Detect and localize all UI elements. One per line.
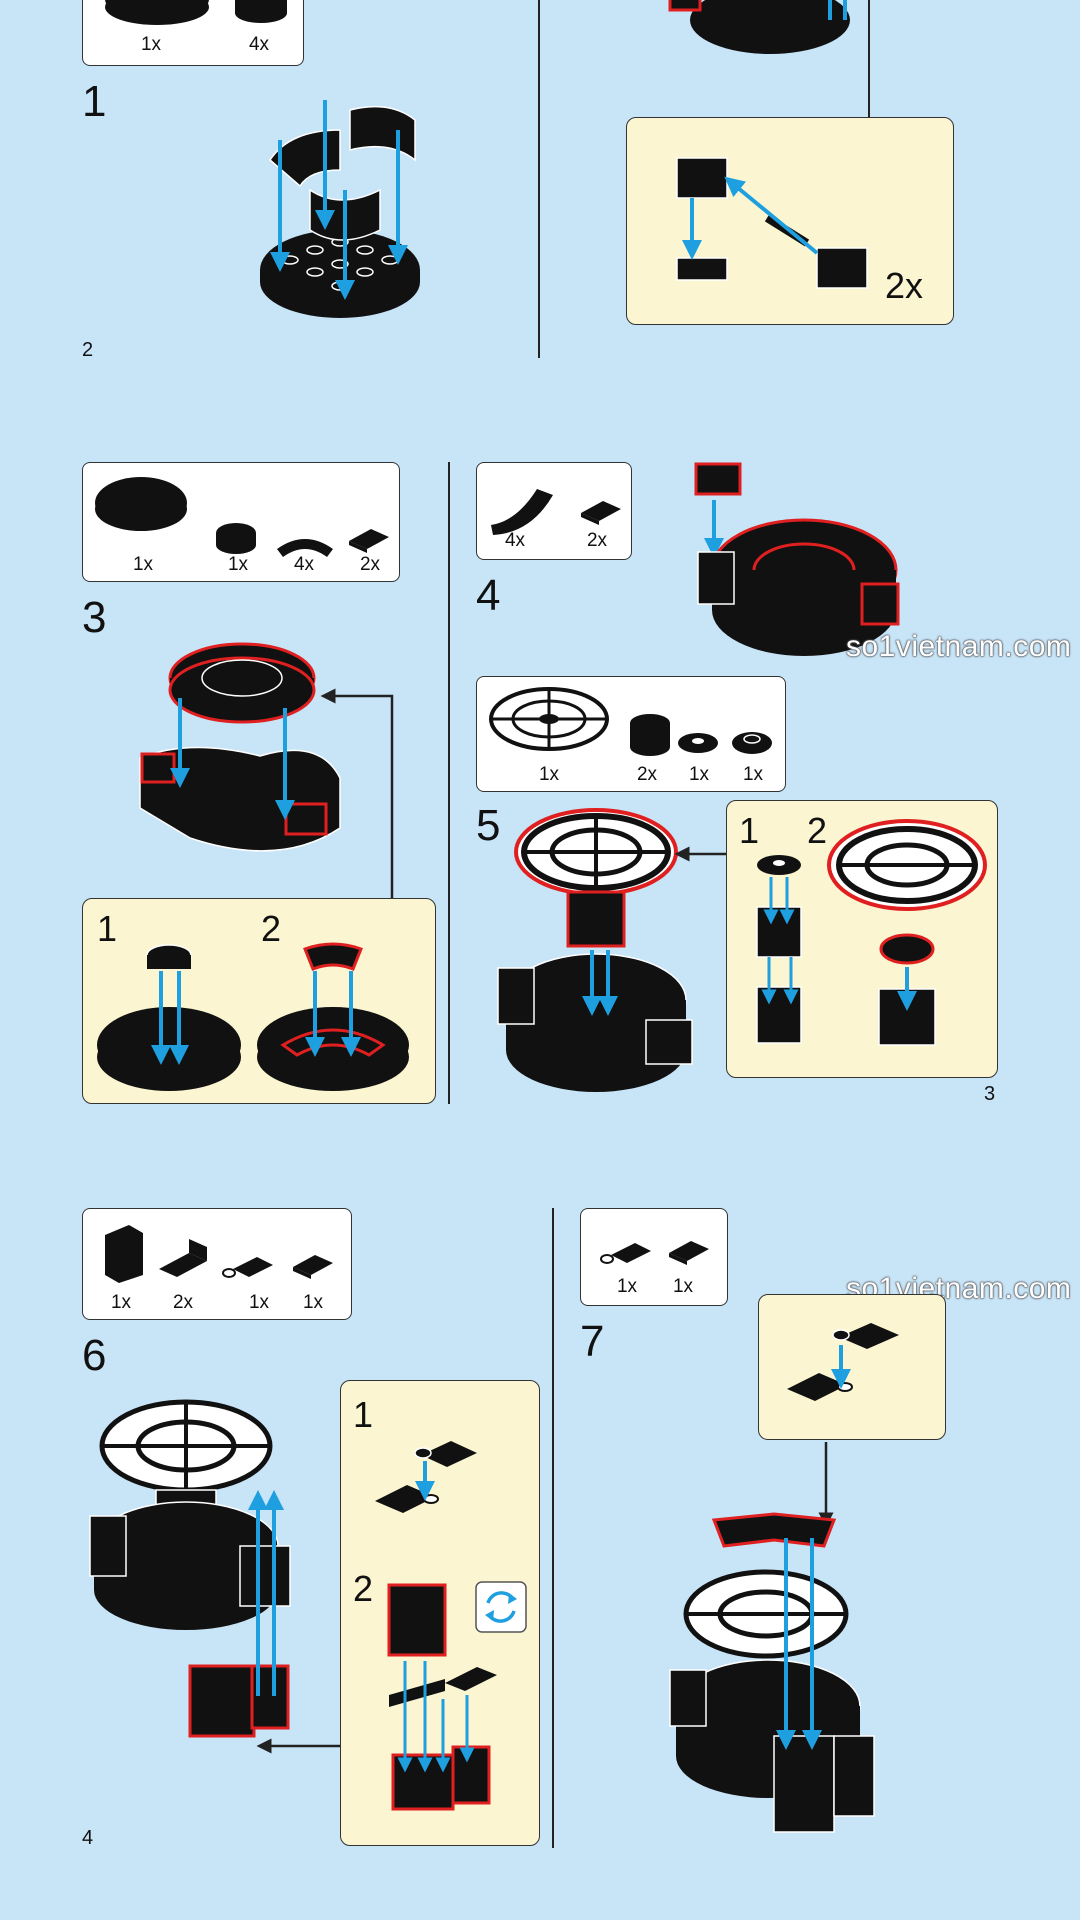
step1-assembly xyxy=(260,100,420,318)
plate-with-clip-icon xyxy=(600,1243,651,1264)
qty-label: 1x xyxy=(248,1292,270,1313)
substep-number: 2 xyxy=(261,908,282,949)
round-tile-icon xyxy=(678,733,718,753)
step-number: 5 xyxy=(476,801,501,850)
round-brick-icon xyxy=(216,523,256,554)
qty-label: 1x xyxy=(227,554,249,575)
divider xyxy=(552,1208,554,1848)
qty-label: 1x xyxy=(688,764,710,785)
substep-box: 2x xyxy=(626,117,954,325)
divider xyxy=(448,462,450,1104)
top-right-assembly-partial xyxy=(668,0,850,54)
round-brick-icon xyxy=(630,714,670,756)
plate-with-clip-icon xyxy=(222,1257,273,1278)
brick-1x2x2-icon xyxy=(105,1225,143,1283)
substep-box: 1 2 xyxy=(82,898,436,1104)
step6-assembly xyxy=(89,1399,291,1738)
parts-card-step3: 1x 1x 4x 2x xyxy=(82,462,400,582)
qty-label: 2x xyxy=(636,764,658,785)
substep-box: 1 2 xyxy=(726,800,998,1078)
substep1-assembly xyxy=(756,855,802,1044)
round-plate-icon xyxy=(105,0,209,25)
qty-label: 1x xyxy=(302,1292,324,1313)
parts-card-step6: 1x 2x 1x 1x xyxy=(82,1208,352,1320)
page-number: 2 xyxy=(82,339,94,361)
parts-card-step7: 1x 1x xyxy=(580,1208,728,1306)
qty-label: 1x xyxy=(538,764,560,785)
curved-tile-icon xyxy=(277,539,333,557)
qty-label: 1x xyxy=(616,1276,638,1297)
substep2-assembly xyxy=(387,1583,497,1811)
parts-card-partial: 1x 4x xyxy=(82,0,304,66)
substep-number: 1 xyxy=(739,810,760,851)
page-number: 4 xyxy=(82,1827,94,1849)
step3-assembly xyxy=(139,642,341,852)
qty-label: 2x xyxy=(359,554,381,575)
substep1-assembly xyxy=(375,1441,477,1513)
qty-label: 1x xyxy=(110,1292,132,1313)
step4-assembly xyxy=(694,462,900,656)
bracket-plate-icon xyxy=(159,1239,207,1277)
curved-tile-icon xyxy=(491,489,553,535)
qty-label: 1x xyxy=(132,554,154,575)
parts-card-step4: 4x 2x xyxy=(476,462,632,560)
step5-assembly xyxy=(497,808,693,1092)
substep-box xyxy=(758,1294,946,1440)
qty-label: 4x xyxy=(293,554,315,575)
watermark: so1vietnam.com xyxy=(846,630,1072,663)
rotate-icon xyxy=(475,1581,527,1633)
step-number: 7 xyxy=(580,1317,605,1366)
plate-1x2-icon xyxy=(669,1241,709,1265)
qty-label: 4x xyxy=(248,34,270,55)
step-number: 4 xyxy=(476,571,501,620)
step7-callout-arrow xyxy=(818,1442,834,1528)
qty-label: 2x xyxy=(172,1292,194,1313)
substep-number: 2 xyxy=(807,810,828,851)
step7-assembly xyxy=(669,1512,875,1833)
step-number: 6 xyxy=(82,1331,107,1380)
round-brick-icon xyxy=(235,0,287,23)
substep-box: 1 2 xyxy=(340,1380,540,1846)
substep-number: 2 xyxy=(353,1568,374,1609)
plate-1x2-icon xyxy=(293,1255,333,1279)
plate-1x2-icon xyxy=(349,529,389,553)
substep1-assembly xyxy=(97,944,241,1091)
qty-label: 2x xyxy=(885,265,924,306)
divider xyxy=(538,0,540,358)
step-number: 3 xyxy=(82,593,107,642)
radar-dish-icon xyxy=(489,687,609,751)
parts-card-step5: 1x 2x 1x 1x xyxy=(476,676,786,792)
connector-line xyxy=(868,0,870,118)
substep-number: 1 xyxy=(97,908,118,949)
substep2-assembly xyxy=(827,819,987,1046)
substep-assembly xyxy=(787,1323,899,1401)
plate-1x2-icon xyxy=(581,501,621,525)
step5-callout-arrow xyxy=(674,846,728,862)
large-round-plate-icon xyxy=(95,477,187,531)
round-plate-icon xyxy=(732,732,772,754)
qty-label: 1x xyxy=(140,34,162,55)
step6-callout-arrow xyxy=(256,1738,340,1754)
qty-label: 4x xyxy=(504,530,526,551)
step3-callout-arrow xyxy=(320,688,394,900)
qty-label: 1x xyxy=(742,764,764,785)
technic-brick-assembly xyxy=(676,157,868,289)
substep2-assembly xyxy=(257,942,409,1091)
substep-number: 1 xyxy=(353,1394,374,1435)
step-number: 1 xyxy=(82,77,107,126)
qty-label: 1x xyxy=(672,1276,694,1297)
page-number: 3 xyxy=(984,1083,996,1105)
qty-label: 2x xyxy=(586,530,608,551)
